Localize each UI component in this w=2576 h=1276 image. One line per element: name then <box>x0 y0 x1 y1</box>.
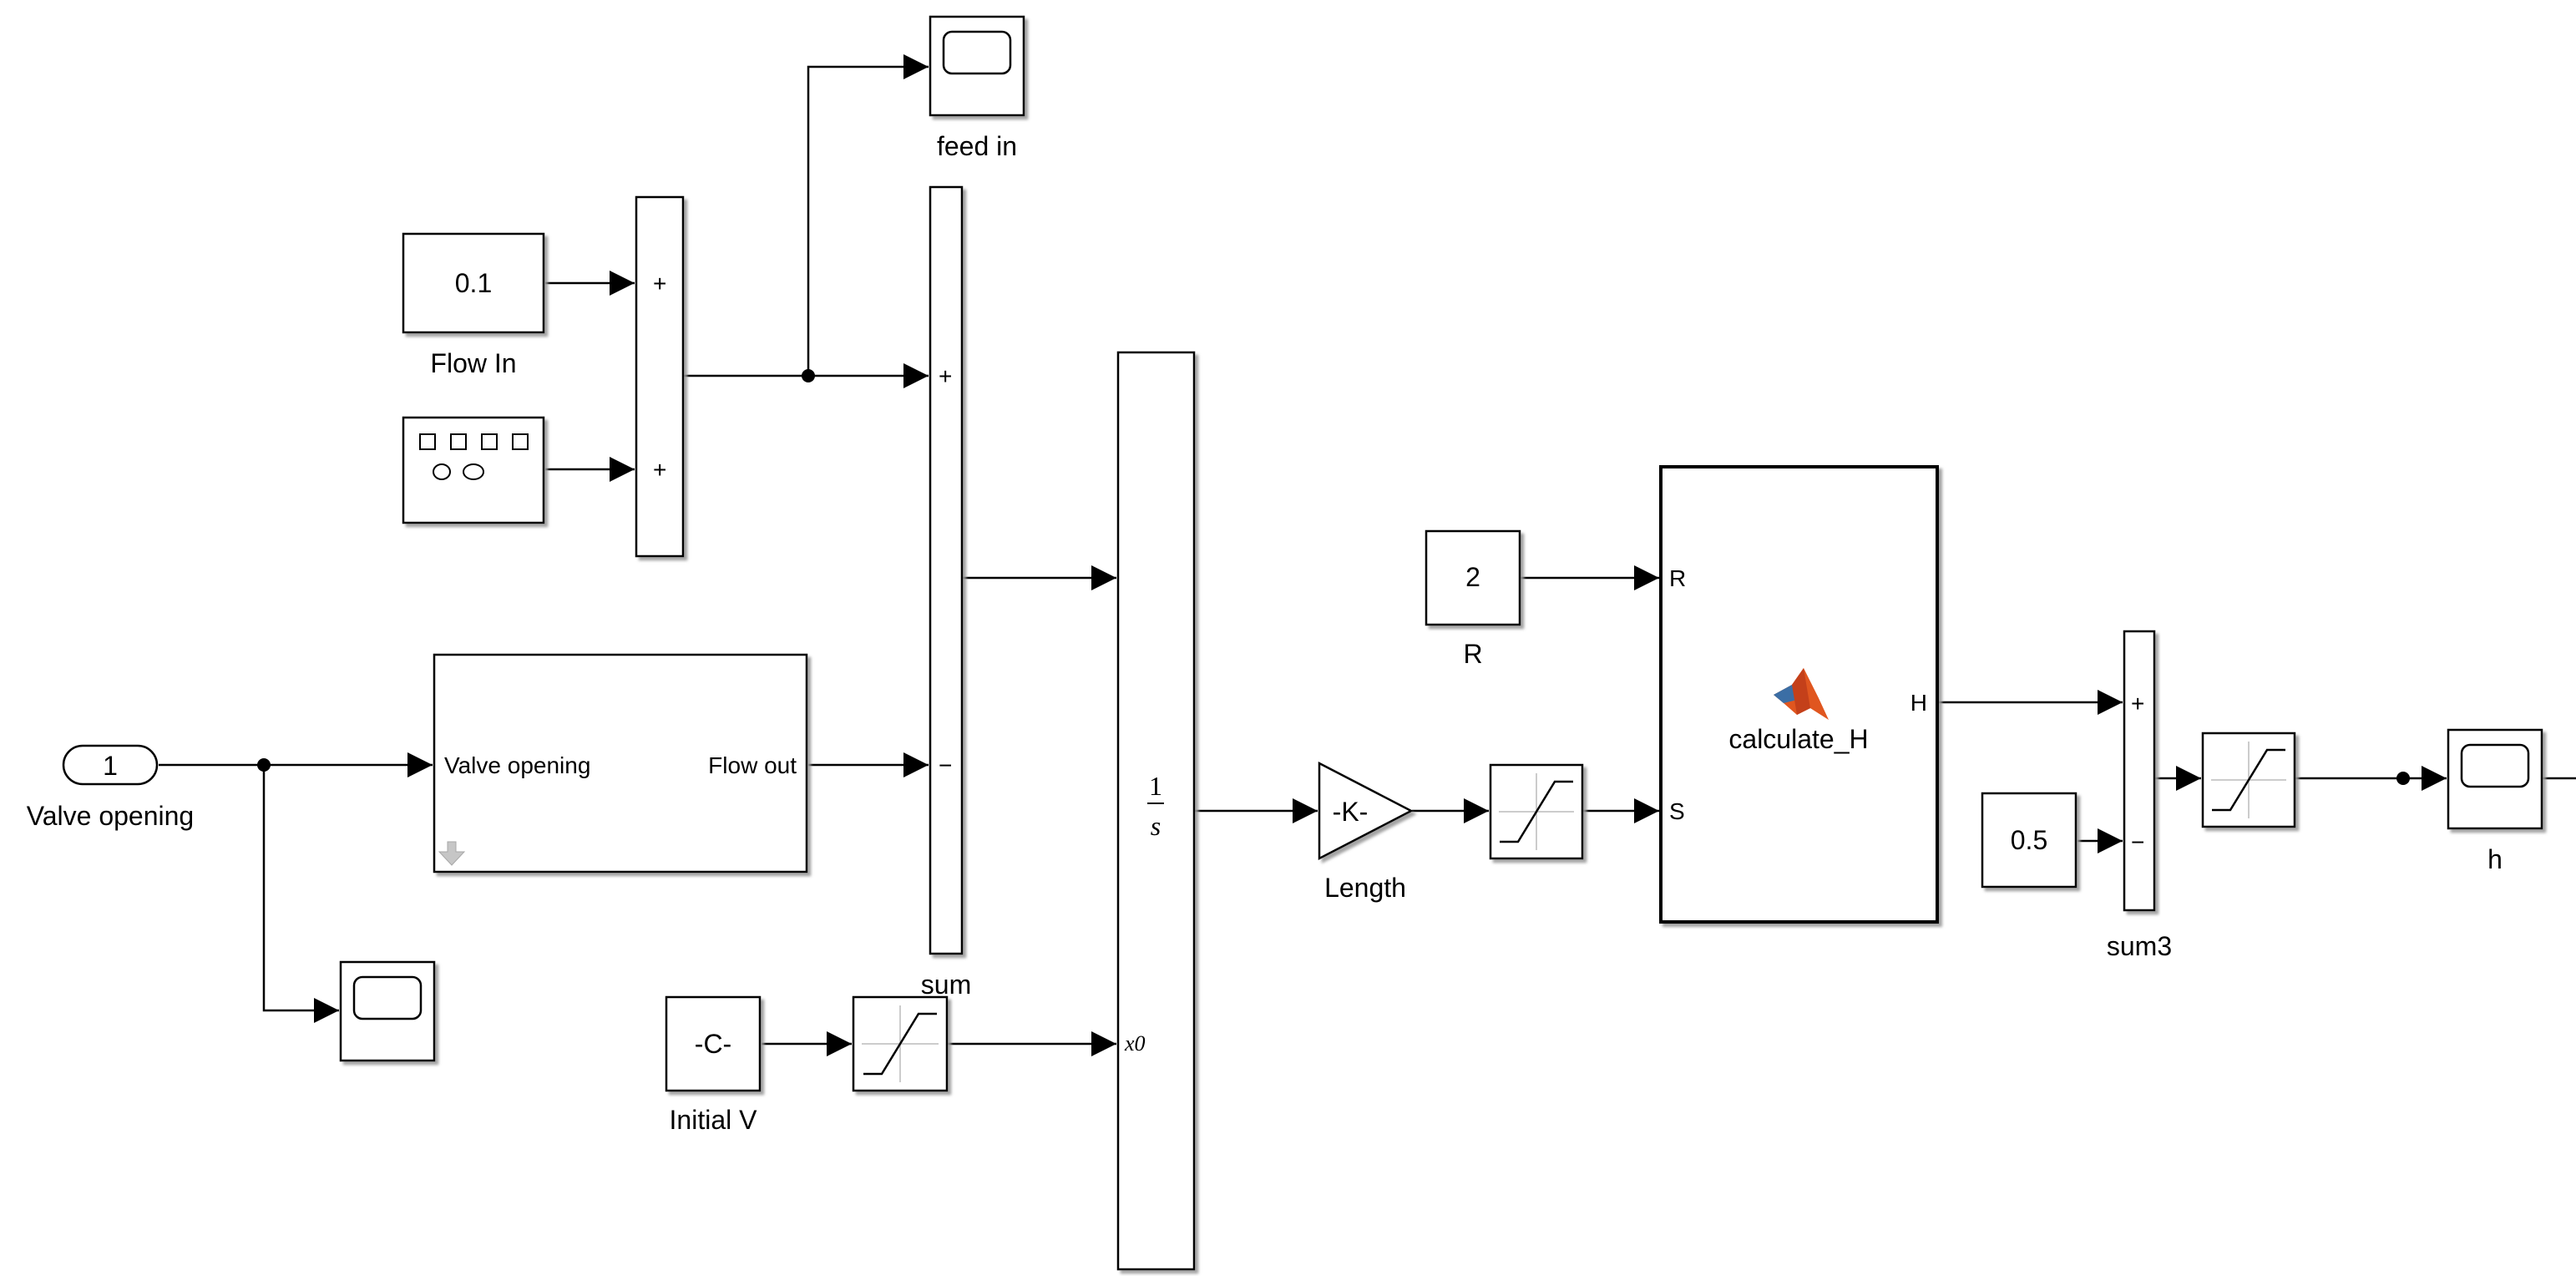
sum-label: sum <box>921 970 971 1000</box>
saturation-initial-icon <box>862 1005 939 1082</box>
sum-flow-block[interactable]: + + <box>635 195 685 558</box>
sum-box[interactable] <box>929 185 964 955</box>
constant-offset-box[interactable] <box>1981 792 2078 889</box>
constant-offset[interactable]: 0.5 <box>1981 792 2078 889</box>
sum-sign-2: − <box>939 752 952 778</box>
sum3-sign-2: − <box>2131 829 2144 855</box>
signal-builder-block[interactable] <box>402 416 545 524</box>
constant-initial-v-value: -C- <box>695 1029 731 1059</box>
saturation-initial[interactable] <box>852 995 949 1092</box>
sum-flow-box[interactable] <box>635 195 685 558</box>
gain-label: Length <box>1324 873 1406 903</box>
calculate-h-name: calculate_H <box>1728 724 1868 754</box>
sum-block[interactable]: + − sum <box>921 185 971 1000</box>
branch-dot-flow <box>802 369 815 382</box>
gain-block[interactable]: -K- Length <box>1318 761 1414 903</box>
constant-flow-in-label: Flow In <box>430 348 516 378</box>
gain-triangle[interactable] <box>1318 761 1414 861</box>
integrator-box[interactable] <box>1116 351 1196 1271</box>
constant-flow-in[interactable]: 0.1 Flow In <box>402 232 545 378</box>
subsystem-input-port: Valve opening <box>444 752 590 778</box>
constant-initial-v-box[interactable] <box>665 995 762 1092</box>
branch-dot-inport <box>257 758 271 772</box>
subsystem-output-port: Flow out <box>708 752 797 778</box>
calculate-h-port-s: S <box>1669 798 1685 824</box>
scope-h[interactable]: h <box>2447 728 2543 874</box>
inport-number: 1 <box>103 751 118 781</box>
calculate-h-port-r: R <box>1669 565 1686 591</box>
saturation-output[interactable] <box>2201 732 2296 828</box>
sum3-block[interactable]: + − sum3 <box>2107 630 2172 961</box>
constant-initial-v[interactable]: -C- Initial V <box>665 995 762 1135</box>
scope-feed-in[interactable]: feed in <box>929 15 1025 161</box>
sum3-box[interactable] <box>2123 630 2156 912</box>
scope-valve-screen-icon <box>352 975 423 1020</box>
constant-r-value: 2 <box>1465 562 1480 592</box>
saturation-length[interactable] <box>1489 763 1584 860</box>
scope-h-label: h <box>2487 844 2503 874</box>
signal-builder-icon <box>419 433 529 480</box>
inport-shape[interactable] <box>62 744 159 786</box>
branch-points <box>257 369 2410 785</box>
constant-r-box[interactable] <box>1425 529 1521 626</box>
subsystem-down-arrow-icon <box>438 841 466 866</box>
calculate-h-function-block[interactable]: R S H calculate_H <box>1659 465 1939 924</box>
valve-subsystem[interactable]: Valve opening Flow out <box>433 653 808 873</box>
gain-value: -K- <box>1333 797 1369 827</box>
scope-feed-in-screen-icon <box>942 30 1012 75</box>
constant-offset-value: 0.5 <box>2011 825 2047 855</box>
inport-valve-opening[interactable]: 1 Valve opening <box>27 744 194 831</box>
constant-r-label: R <box>1463 639 1482 669</box>
sum3-label: sum3 <box>2107 931 2172 961</box>
saturation-output-icon <box>2211 742 2286 818</box>
valve-subsystem-box[interactable] <box>433 653 808 873</box>
scope-valve[interactable] <box>339 960 436 1062</box>
integrator-block[interactable]: 1 s x0 <box>1116 351 1196 1271</box>
line-inport-to-scope[interactable] <box>262 765 339 1023</box>
scope-feed-in-label: feed in <box>937 131 1017 161</box>
integrator-numerator: 1 <box>1149 771 1162 801</box>
constant-flow-in-box[interactable] <box>402 232 545 334</box>
integrator-ic-port: x0 <box>1124 1031 1146 1056</box>
inport-label: Valve opening <box>27 801 194 831</box>
constant-r[interactable]: 2 R <box>1425 529 1521 669</box>
saturation-length-icon <box>1499 773 1574 850</box>
scope-h-screen-icon <box>2460 743 2530 788</box>
signal-builder-box[interactable] <box>402 416 545 524</box>
matlab-logo-icon <box>1774 668 1829 720</box>
constant-flow-in-value: 0.1 <box>455 268 492 298</box>
sum-flow-sign-1: + <box>653 271 666 296</box>
constant-initial-v-label: Initial V <box>670 1105 758 1135</box>
branch-dot-output <box>2396 772 2410 785</box>
calculate-h-port-h: H <box>1910 690 1927 716</box>
sum3-sign-1: + <box>2131 691 2144 716</box>
integrator-denominator: s <box>1151 811 1161 841</box>
line-to-feedin-scope[interactable] <box>807 54 929 376</box>
sum-flow-sign-2: + <box>653 457 666 483</box>
sum-sign-1: + <box>939 363 952 389</box>
